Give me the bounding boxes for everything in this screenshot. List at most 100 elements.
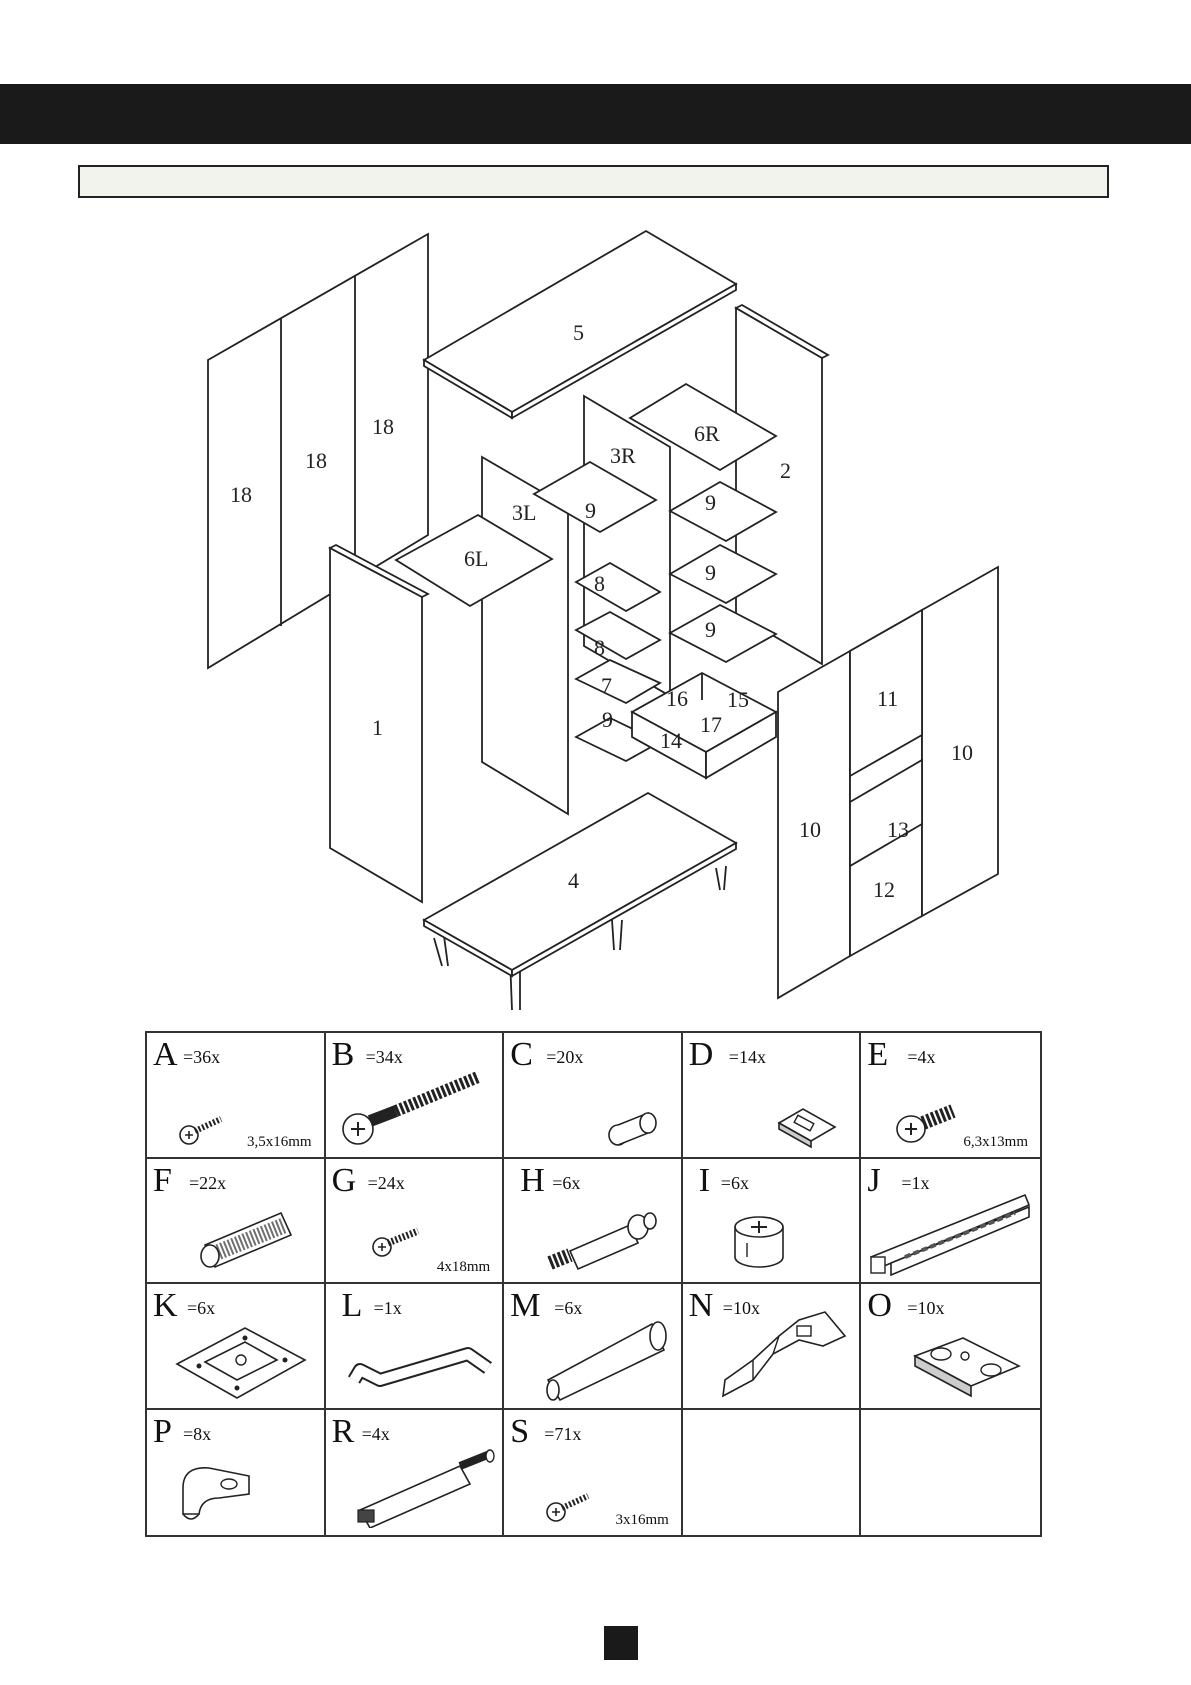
euro-screw-icon: [893, 1097, 963, 1147]
part-qty: =1x: [374, 1298, 402, 1319]
part-size: 3,5x16mm: [247, 1134, 312, 1151]
hardware-cell-O: O =10x: [861, 1284, 1040, 1410]
shelf-clip-icon: [773, 1103, 843, 1149]
label-18c: 18: [372, 414, 394, 439]
part-letter: L: [342, 1286, 363, 1326]
label-13: 13: [887, 817, 909, 842]
label-9a: 9: [585, 498, 596, 523]
hinge-plate-icon: [907, 1326, 1027, 1406]
part-letter: H: [520, 1161, 545, 1201]
leg-plate-icon: [171, 1320, 311, 1404]
cabinet-hinge-icon: [713, 1300, 853, 1406]
long-screw-icon: [338, 1069, 488, 1149]
part-qty: =14x: [729, 1047, 766, 1068]
part-letter: G: [332, 1161, 357, 1201]
part-qty: =24x: [368, 1173, 405, 1194]
allen-key-icon: [340, 1340, 500, 1400]
label-12: 12: [873, 877, 895, 902]
part-qty: =10x: [907, 1298, 944, 1319]
part-size: 4x18mm: [437, 1259, 490, 1276]
label-11: 11: [877, 686, 898, 711]
label-16: 16: [666, 686, 688, 711]
part-size: 6,3x13mm: [963, 1134, 1028, 1151]
part-letter: I: [699, 1161, 710, 1201]
label-2: 2: [780, 458, 791, 483]
hardware-cell-C: C =20x: [504, 1033, 683, 1159]
hardware-cell-empty-1: [683, 1410, 862, 1536]
part-letter: D: [689, 1035, 714, 1075]
hardware-cell-H: H =6x: [504, 1159, 683, 1285]
part-qty: =34x: [366, 1047, 403, 1068]
exploded-assembly-diagram: 18 18 18 5 6R 3R 2 3L 9 9 6L 8 9 8 9 7 1…: [190, 225, 1020, 1015]
part-qty: =71x: [544, 1424, 581, 1445]
label-9d: 9: [705, 617, 716, 642]
hardware-cell-S: S =71x 3x16mm: [504, 1410, 683, 1536]
small-screw-icon: [544, 1486, 604, 1526]
label-18a: 18: [230, 482, 252, 507]
wood-dowel-icon: [191, 1205, 301, 1275]
small-screw-icon: [370, 1221, 430, 1261]
part-qty: =6x: [187, 1298, 215, 1319]
label-6L: 6L: [464, 546, 488, 571]
label-10b: 10: [799, 817, 821, 842]
hardware-cell-I: I =6x: [683, 1159, 862, 1285]
part-letter: F: [153, 1161, 172, 1201]
label-1: 1: [372, 715, 383, 740]
side-panel-2: [736, 305, 828, 664]
label-4: 4: [568, 868, 579, 893]
label-3R: 3R: [610, 443, 636, 468]
label-6R: 6R: [694, 421, 720, 446]
push-latch-icon: [350, 1444, 500, 1528]
cam-pin-icon: [604, 1099, 664, 1149]
cam-lock-icon: [729, 1207, 789, 1277]
header-bar: [0, 84, 1191, 144]
label-14: 14: [660, 728, 682, 753]
hardware-parts-table: A =36x 3,5x16mm B =34x C =20x D =14x: [145, 1031, 1042, 1537]
label-7: 7: [601, 673, 612, 698]
page-number-block: [604, 1626, 638, 1660]
label-9c: 9: [705, 560, 716, 585]
part-letter: S: [510, 1412, 529, 1452]
label-17: 17: [700, 712, 722, 737]
hardware-cell-empty-2: [861, 1410, 1040, 1536]
label-9e: 9: [602, 707, 613, 732]
drawer-slide-icon: [865, 1187, 1035, 1279]
connector-bolt-icon: [534, 1203, 664, 1279]
label-15: 15: [727, 687, 749, 712]
bottom-panel-4: [424, 793, 736, 1010]
hardware-cell-R: R =4x: [326, 1410, 505, 1536]
hardware-cell-B: B =34x: [326, 1033, 505, 1159]
section-bar: [78, 165, 1109, 198]
part-qty: =22x: [189, 1173, 226, 1194]
label-3L: 3L: [512, 500, 536, 525]
hardware-cell-M: M =6x: [504, 1284, 683, 1410]
hardware-cell-L: L =1x: [326, 1284, 505, 1410]
small-screw-icon: [177, 1109, 237, 1149]
part-letter: N: [689, 1286, 714, 1326]
part-letter: P: [153, 1412, 172, 1452]
hardware-cell-D: D =14x: [683, 1033, 862, 1159]
part-qty: =4x: [907, 1047, 935, 1068]
part-letter: O: [867, 1286, 892, 1326]
part-size: 3x16mm: [615, 1512, 668, 1529]
label-8b: 8: [594, 635, 605, 660]
part-letter: A: [153, 1035, 178, 1075]
hardware-cell-N: N =10x: [683, 1284, 862, 1410]
part-qty: =36x: [183, 1047, 220, 1068]
hardware-cell-J: J =1x: [861, 1159, 1040, 1285]
hardware-cell-A: A =36x 3,5x16mm: [147, 1033, 326, 1159]
hardware-cell-K: K =6x: [147, 1284, 326, 1410]
label-10a: 10: [951, 740, 973, 765]
hardware-cell-F: F =22x: [147, 1159, 326, 1285]
part-qty: =4x: [362, 1424, 390, 1445]
rail-holder-icon: [173, 1458, 263, 1528]
part-letter: E: [867, 1035, 888, 1075]
part-qty: =20x: [546, 1047, 583, 1068]
hardware-cell-P: P =8x: [147, 1410, 326, 1536]
part-qty: =6x: [721, 1173, 749, 1194]
label-8a: 8: [594, 571, 605, 596]
hardware-cell-G: G =24x 4x18mm: [326, 1159, 505, 1285]
tapered-leg-icon: [534, 1314, 674, 1404]
label-9b: 9: [705, 490, 716, 515]
part-qty: =6x: [552, 1173, 580, 1194]
